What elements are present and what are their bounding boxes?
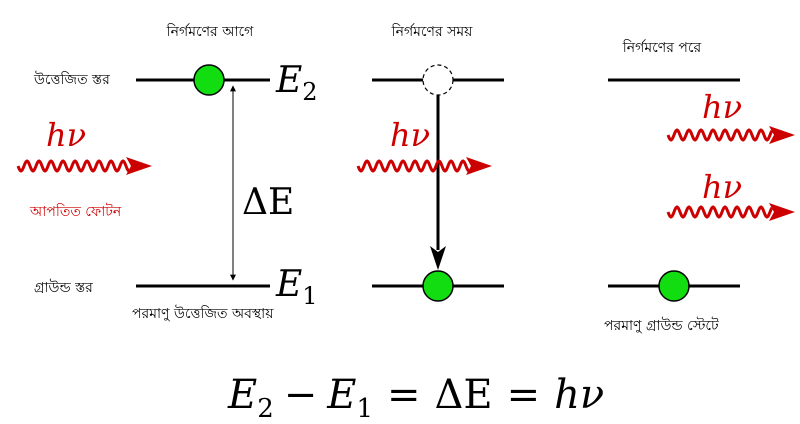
outgoing-photon-1-symbol: hν: [702, 88, 742, 126]
ground-atom-after: [658, 270, 690, 302]
stage-title-during: নির্গমণের সময়: [391, 23, 474, 40]
stimulating-photon-wave: [356, 159, 471, 173]
stimulating-photon-arrowhead: [466, 157, 492, 175]
incident-photon-symbol: hν: [46, 116, 86, 154]
outgoing-photon-2-arrowhead: [769, 203, 795, 221]
outgoing-photon-1-wave: [666, 128, 774, 142]
delta-e-label: ΔE: [242, 182, 294, 223]
excited-level-label: উত্তেজিত স্তর: [33, 71, 110, 88]
outgoing-photon-2-wave: [666, 205, 774, 219]
energy-equation: E2−E1=ΔE=hν: [227, 372, 604, 424]
outgoing-photon-1-arrowhead: [769, 126, 795, 144]
excited-atom: [193, 64, 225, 96]
stage-title-before: নির্গমণের আগে: [166, 23, 255, 40]
stage-title-after: নির্গমণের পরে: [622, 39, 702, 56]
relaxed-atom-during: [422, 270, 454, 302]
ground-level-label: গ্রাউন্ড স্তর: [34, 279, 93, 296]
upper-level-symbol: E2: [275, 60, 318, 106]
excited-state-caption: পরমাণু উত্তেজিত অবস্থায়: [132, 305, 274, 322]
outgoing-photon-2-symbol: hν: [702, 168, 742, 206]
ground-state-caption: পরমাণু গ্রাউন্ড স্টেটে: [604, 317, 719, 334]
incident-photon-arrowhead: [126, 157, 152, 175]
lower-level-symbol: E1: [275, 264, 318, 310]
incident-photon-wave: [16, 159, 131, 173]
transition-arrow-head: [430, 246, 446, 270]
vacated-atom-position: [422, 64, 454, 96]
stimulating-photon-symbol: hν: [390, 116, 430, 154]
incident-photon-label: আপতিত ফোটন: [29, 203, 122, 220]
